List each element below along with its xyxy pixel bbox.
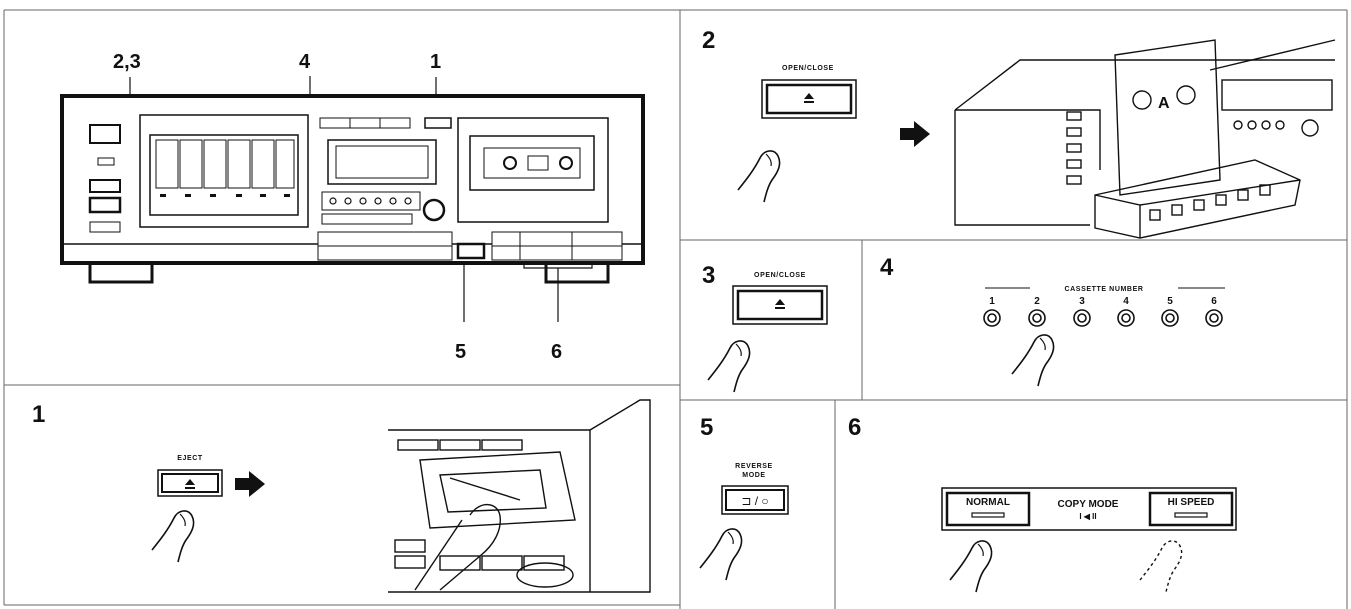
step-number: 2 [702, 27, 715, 54]
cassette-button-3[interactable] [1074, 310, 1090, 326]
step-number: 3 [702, 262, 715, 289]
finger-press-icon [950, 541, 992, 592]
hi-speed-label: HI SPEED [1168, 497, 1215, 508]
callout-5: 5 [455, 341, 466, 363]
cassette-number-label: CASSETTE NUMBER [1064, 286, 1143, 293]
cassette-number-5: 5 [1167, 296, 1173, 307]
reverse-label-line2: MODE [742, 472, 765, 479]
step-number: 1 [32, 401, 45, 428]
finger-press-icon [738, 151, 780, 202]
step-number: 5 [700, 414, 713, 441]
panel-2-open-close: 2 OPEN/CLOSE [702, 27, 1335, 238]
changer-tray-illustration [955, 40, 1335, 238]
cassette-button-1[interactable] [984, 310, 1000, 326]
cassette-number-6: 6 [1211, 296, 1217, 307]
cassette-button-4[interactable] [1118, 310, 1134, 326]
step-number: 6 [848, 414, 861, 441]
deck-overview: 2,3 4 1 5 6 [62, 51, 643, 363]
cassette-number-3: 3 [1079, 296, 1085, 307]
finger-press-icon-dashed [1140, 541, 1182, 592]
cassette-button-2[interactable] [1029, 310, 1045, 326]
callout-6: 6 [551, 341, 562, 363]
finger-press-icon [708, 341, 750, 392]
eject-label: EJECT [177, 455, 203, 462]
step-number: 4 [880, 254, 894, 281]
cassette-letter: A [1158, 95, 1170, 112]
callout-1: 1 [430, 51, 441, 73]
cassette-number-4: 4 [1123, 296, 1129, 307]
cassette-number-1: 1 [989, 296, 995, 307]
panel-6-copy-mode: 6 NORMAL COPY MODE I ◀ II HI SPEED [848, 414, 1236, 592]
right-arrow-icon [235, 471, 265, 497]
cassette-button-6[interactable] [1206, 310, 1222, 326]
finger-press-icon [1012, 335, 1054, 386]
copy-mode-label: COPY MODE [1058, 499, 1119, 510]
callout-4: 4 [299, 51, 311, 73]
right-arrow-icon [900, 121, 930, 147]
normal-label: NORMAL [966, 497, 1010, 508]
panel-1-eject: 1 EJECT [32, 400, 650, 592]
reverse-mode-symbol: ⊐ / ○ [741, 494, 768, 508]
cassette-button-5[interactable] [1162, 310, 1178, 326]
open-close-label: OPEN/CLOSE [782, 65, 834, 72]
callout-2-3: 2,3 [113, 51, 141, 73]
panel-3-open-close: 3 OPEN/CLOSE [702, 262, 827, 392]
panel-5-reverse-mode: 5 REVERSE MODE ⊐ / ○ [700, 414, 788, 580]
open-close-label: OPEN/CLOSE [754, 272, 806, 279]
copy-mode-sub: I ◀ II [1079, 512, 1096, 521]
panel-4-cassette-number: 4 CASSETTE NUMBER 1 2 3 4 5 6 [880, 254, 1225, 386]
deck-closeup-illustration [388, 400, 650, 592]
reverse-label-line1: REVERSE [735, 463, 773, 470]
finger-press-icon [700, 529, 742, 580]
finger-press-icon [152, 511, 194, 562]
cassette-number-2: 2 [1034, 296, 1040, 307]
